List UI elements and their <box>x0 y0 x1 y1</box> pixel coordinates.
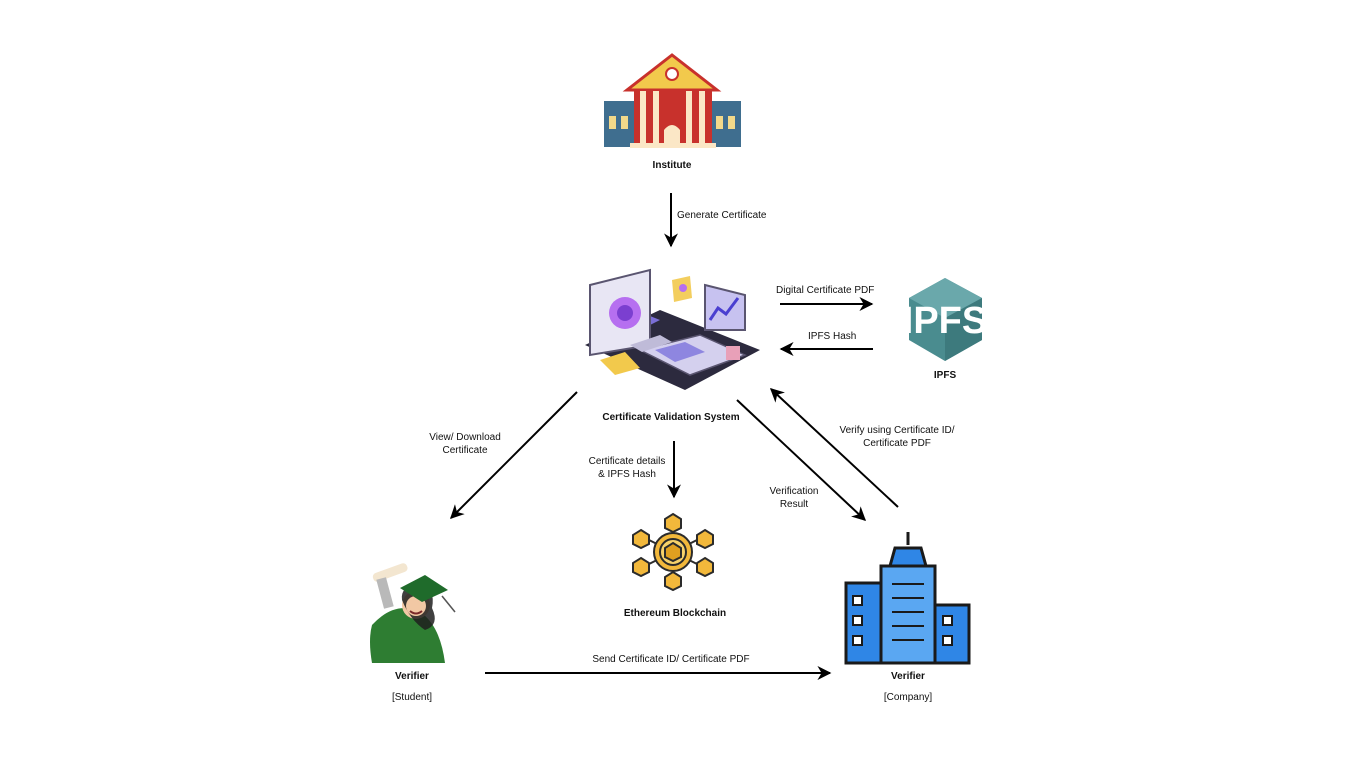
company-building-icon <box>844 532 971 665</box>
ethereum-blockchain-icon <box>632 512 714 592</box>
edge-label-digital-pdf: Digital Certificate PDF <box>776 285 875 296</box>
company-verifier-subtitle: [Company] <box>883 692 933 703</box>
institute-icon <box>604 53 741 148</box>
company-verifier-title: Verifier <box>891 671 925 682</box>
arrow-verification-result <box>736 399 867 521</box>
edge-label-send: Send Certificate ID/ Certificate PDF <box>592 654 750 665</box>
ipfs-label: IPFS <box>933 370 957 381</box>
blockchain-label: Ethereum Blockchain <box>623 608 727 619</box>
edge-label-view-download-2: Certificate <box>442 445 488 456</box>
student-verifier-title: Verifier <box>395 671 429 682</box>
edge-label-result-1: Verification <box>769 486 819 497</box>
edge-label-details-2: & IPFS Hash <box>598 469 656 480</box>
cvs-label: Certificate Validation System <box>602 412 740 423</box>
arrow-view-download <box>450 391 578 519</box>
edge-label-ipfs-hash: IPFS Hash <box>808 331 857 342</box>
edge-label-view-download-1: View/ Download <box>429 432 501 443</box>
edge-label-result-2: Result <box>779 499 809 510</box>
arrow-verify-request <box>769 388 899 508</box>
certificate-validation-system-illustration <box>585 268 760 390</box>
edge-label-verify-2: Certificate PDF <box>863 438 931 449</box>
edge-label-verify-1: Verify using Certificate ID/ <box>839 425 955 436</box>
student-graduate-icon <box>370 563 456 663</box>
edge-label-details-1: Certificate details <box>588 456 666 467</box>
ipfs-logo-text: IPFS <box>902 300 988 342</box>
edge-label-generate: Generate Certificate <box>677 210 767 221</box>
student-verifier-subtitle: [Student] <box>391 692 433 703</box>
institute-label: Institute <box>652 160 692 171</box>
ipfs-logo-icon <box>909 278 982 361</box>
